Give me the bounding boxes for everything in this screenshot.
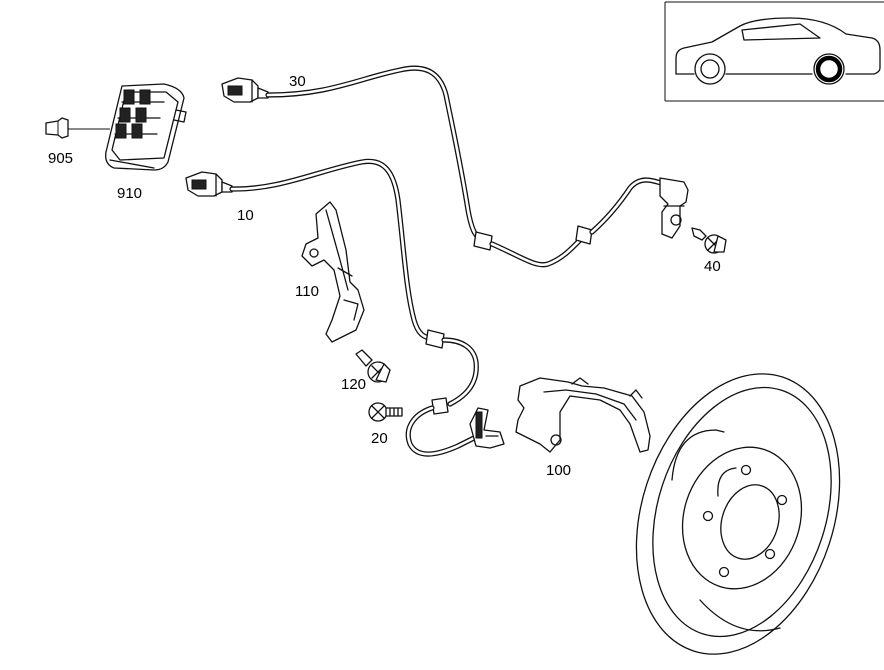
vehicle-locator-inset (664, 1, 884, 102)
part-10-plug-icon (185, 171, 233, 197)
wheel-bolt-hole-icon (740, 464, 752, 476)
part-110-cable-holder (301, 201, 365, 343)
part-30-sensor-cable (221, 65, 689, 268)
highlighted-front-wheel-icon (815, 55, 843, 83)
part-100-splash-shield (515, 377, 651, 453)
label-part-10: 10 (237, 207, 254, 224)
label-part-40: 40 (704, 258, 721, 275)
part-40-bolt-icon (691, 227, 727, 254)
label-part-120: 120 (341, 376, 366, 393)
part-910-connector-housing (105, 83, 187, 171)
wheel-bolt-hole-icon (776, 494, 788, 506)
label-part-110: 110 (295, 283, 319, 300)
label-part-905: 905 (48, 150, 73, 167)
label-part-910: 910 (117, 185, 142, 202)
part-905-connector (45, 117, 110, 139)
part-120-bolt-icon (355, 349, 391, 383)
wheel-bolt-hole-icon (702, 510, 714, 522)
label-part-20: 20 (371, 430, 388, 447)
part-30-plug-icon (221, 77, 269, 103)
label-part-30: 30 (289, 73, 306, 90)
part-10-sensor-head-icon (469, 407, 505, 449)
part-30-sensor-bracket-icon (659, 177, 689, 239)
label-part-100: 100 (546, 462, 571, 479)
car-silhouette-icon (675, 17, 881, 85)
wheel-bolt-hole-icon (764, 548, 776, 560)
brake-disc (635, 373, 841, 655)
part-20-bolt-icon (368, 402, 403, 422)
part-10-sensor-cable (185, 158, 505, 457)
wheel-bolt-hole-icon (718, 566, 730, 578)
